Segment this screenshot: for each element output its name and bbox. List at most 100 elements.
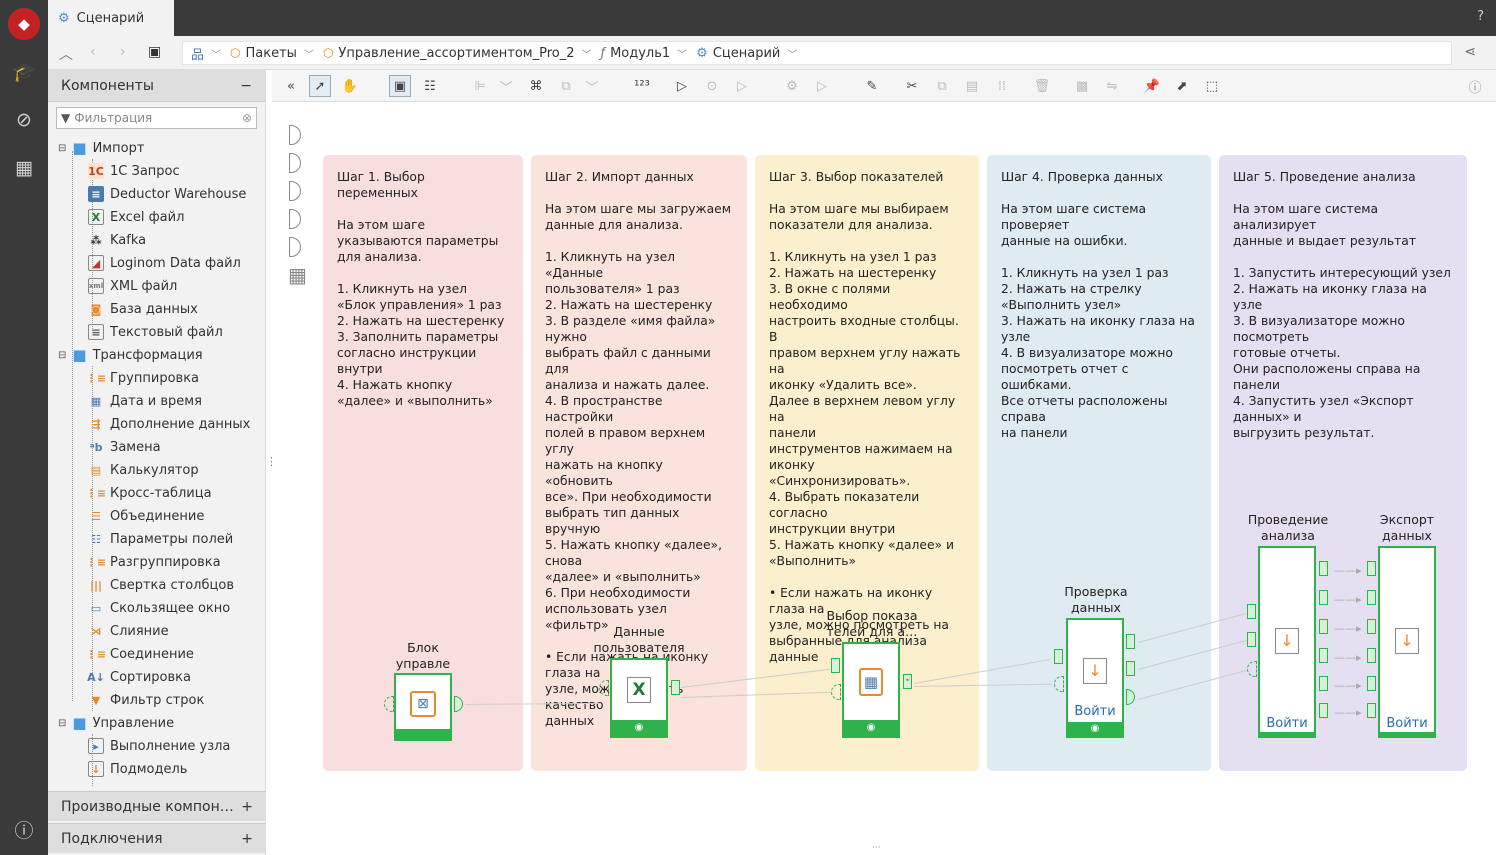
collapse-icon[interactable]: − — [240, 77, 252, 94]
image-icon[interactable]: ▩ — [1075, 78, 1089, 94]
forward-icon[interactable]: › — [120, 44, 126, 60]
splitter-handle[interactable]: ⋮ — [266, 455, 277, 468]
input-port-icon[interactable] — [289, 209, 301, 229]
node-output-port[interactable] — [1126, 661, 1135, 676]
node-output-port[interactable] — [1319, 619, 1328, 634]
tree-item-database[interactable]: ◙База данных — [88, 298, 198, 320]
expand-icon[interactable]: + — [241, 798, 253, 815]
node-input-port[interactable] — [831, 684, 841, 700]
tree-item-kafka[interactable]: ⁂Kafka — [88, 229, 146, 251]
filter-input[interactable]: ▼ Фильтрация ⊗ — [56, 107, 257, 129]
node-input-port[interactable] — [831, 658, 840, 673]
tree-item-unpivot[interactable]: |||Свертка столбцов — [88, 574, 234, 596]
gear-icon[interactable]: ⚙ — [786, 78, 798, 94]
list-view-icon[interactable]: ☷ — [424, 78, 436, 94]
components-header[interactable]: Компоненты − — [48, 70, 265, 102]
stop-icon[interactable]: ⊙ — [706, 78, 718, 94]
duplicate-icon[interactable]: ⁞⁞ — [997, 78, 1007, 94]
tree-item-sliding-window[interactable]: ▭Скользящее окно — [88, 597, 230, 619]
node-input-port[interactable] — [384, 696, 394, 712]
node-input-port[interactable] — [1054, 676, 1064, 692]
step-1-card[interactable]: Шаг 1. Выбор переменных На этом шаге ука… — [323, 155, 523, 771]
delete-icon[interactable]: 🗑 — [1033, 78, 1051, 94]
tree-item-data-completion[interactable]: ⇶Дополнение данных — [88, 413, 250, 435]
cut-icon[interactable]: ✂ — [906, 78, 918, 94]
node-input-port[interactable] — [599, 680, 609, 696]
node-input-port[interactable] — [1367, 561, 1376, 576]
enter-button[interactable]: Войти — [1074, 704, 1116, 719]
node-input-port[interactable] — [1367, 648, 1376, 663]
dropdown-icon[interactable]: ﹀ — [585, 80, 599, 96]
eye-icon[interactable]: ◉ — [1068, 722, 1122, 736]
breadcrumb-package[interactable]: ⬡Управление_ассортиментом_Pro_2﹀ — [323, 46, 592, 61]
node-control-block[interactable]: ⊠ — [394, 673, 452, 741]
node-export[interactable]: ↓ Войти — [1378, 546, 1436, 738]
node-data-check[interactable]: ↓ Войти ◉ — [1066, 618, 1124, 738]
expand-icon[interactable]: + — [241, 830, 253, 847]
save-icon[interactable]: ▣ — [148, 44, 162, 60]
eye-icon[interactable]: ◉ — [844, 720, 898, 736]
group-control[interactable]: ⊟ ■ Управление — [58, 714, 175, 732]
group-import[interactable]: ⊟ ■ Импорт — [58, 139, 145, 157]
input-port-icon[interactable] — [289, 153, 301, 173]
node-input-port[interactable] — [1367, 676, 1376, 691]
link-icon[interactable]: ⇋ — [1106, 78, 1118, 94]
tree-item-join[interactable]: ⋮≡Соединение — [86, 643, 194, 665]
tree-item-row-filter[interactable]: ▼Фильтр строк — [88, 689, 205, 711]
pointer-icon[interactable]: ➚ — [309, 75, 331, 97]
tree-item-merge[interactable]: ⋊Слияние — [88, 620, 169, 642]
tree-item-node-execution[interactable]: ▸Выполнение узла — [88, 735, 230, 757]
graduation-cap-icon[interactable]: 🎓 — [12, 61, 36, 83]
tree-item-loginom-data-file[interactable]: ◢Loginom Data файл — [88, 252, 241, 274]
group-transform[interactable]: ⊟ ■ Трансформация — [58, 346, 203, 364]
enter-button[interactable]: Войти — [1386, 716, 1428, 731]
paste-icon[interactable]: ▤ — [965, 78, 979, 94]
run-icon[interactable]: ▷ — [677, 78, 687, 94]
compass-icon[interactable]: ⊘ — [16, 109, 32, 131]
chevron-up-icon[interactable]: ︿ — [59, 47, 73, 63]
tree-item-date-time[interactable]: ▦Дата и время — [88, 390, 202, 412]
tree-item-ungroup[interactable]: ⋮≡Разгруппировка — [86, 551, 221, 573]
numbering-icon[interactable]: ¹²³ — [634, 78, 650, 94]
arrow-out-icon[interactable]: ⬈ — [1176, 78, 1188, 94]
node-output-port[interactable]: • — [903, 674, 912, 689]
node-input-port[interactable] — [1247, 632, 1256, 647]
tree-item-grouping[interactable]: ⋮≡Группировка — [86, 367, 199, 389]
pin-icon[interactable]: 📌 — [1143, 78, 1161, 94]
connections-section[interactable]: Подключения + — [48, 823, 266, 853]
node-output-port[interactable] — [1319, 703, 1328, 718]
group-nodes-icon[interactable]: ⧉ — [561, 78, 571, 94]
node-input-port[interactable] — [1247, 661, 1257, 677]
info-icon[interactable]: ⓘ — [1468, 80, 1482, 96]
node-output-port[interactable] — [1126, 634, 1135, 649]
input-port-icon[interactable] — [289, 237, 301, 257]
node-output-port[interactable] — [1319, 590, 1328, 605]
breadcrumb-root[interactable]: 品﹀ — [191, 44, 221, 63]
note-icon[interactable]: ✎ — [866, 78, 878, 94]
eye-icon[interactable]: ◉ — [612, 720, 666, 736]
node-output-port[interactable] — [671, 680, 680, 695]
dropdown-icon[interactable]: ﹀ — [499, 80, 513, 96]
node-user-data[interactable]: X ◉ — [610, 658, 668, 738]
node-output-port[interactable] — [1319, 561, 1328, 576]
grid-icon[interactable]: ▦ — [288, 263, 307, 287]
tree-item-sort[interactable]: A↓Сортировка — [87, 666, 191, 688]
tree-item-submodel[interactable]: ↓Подмодель — [88, 758, 187, 780]
collapse-panel-icon[interactable]: « — [287, 78, 295, 94]
hand-icon[interactable]: ✋ — [341, 78, 359, 94]
run-to-icon[interactable]: ▷ — [737, 78, 747, 94]
copy-icon[interactable]: ⧉ — [937, 78, 947, 94]
tab-scenario[interactable]: ⚙ Сценарий — [48, 0, 174, 36]
align-icon[interactable]: ⊫ — [474, 78, 486, 94]
node-input-port[interactable] — [1367, 703, 1376, 718]
frame-icon[interactable]: ⬚ — [1205, 78, 1219, 94]
node-analysis[interactable]: ↓ Войти — [1258, 546, 1316, 738]
info-icon[interactable]: ⓘ — [14, 820, 34, 842]
share-icon[interactable]: ⋖ — [1464, 44, 1476, 60]
help-icon[interactable]: ? — [1477, 9, 1484, 24]
